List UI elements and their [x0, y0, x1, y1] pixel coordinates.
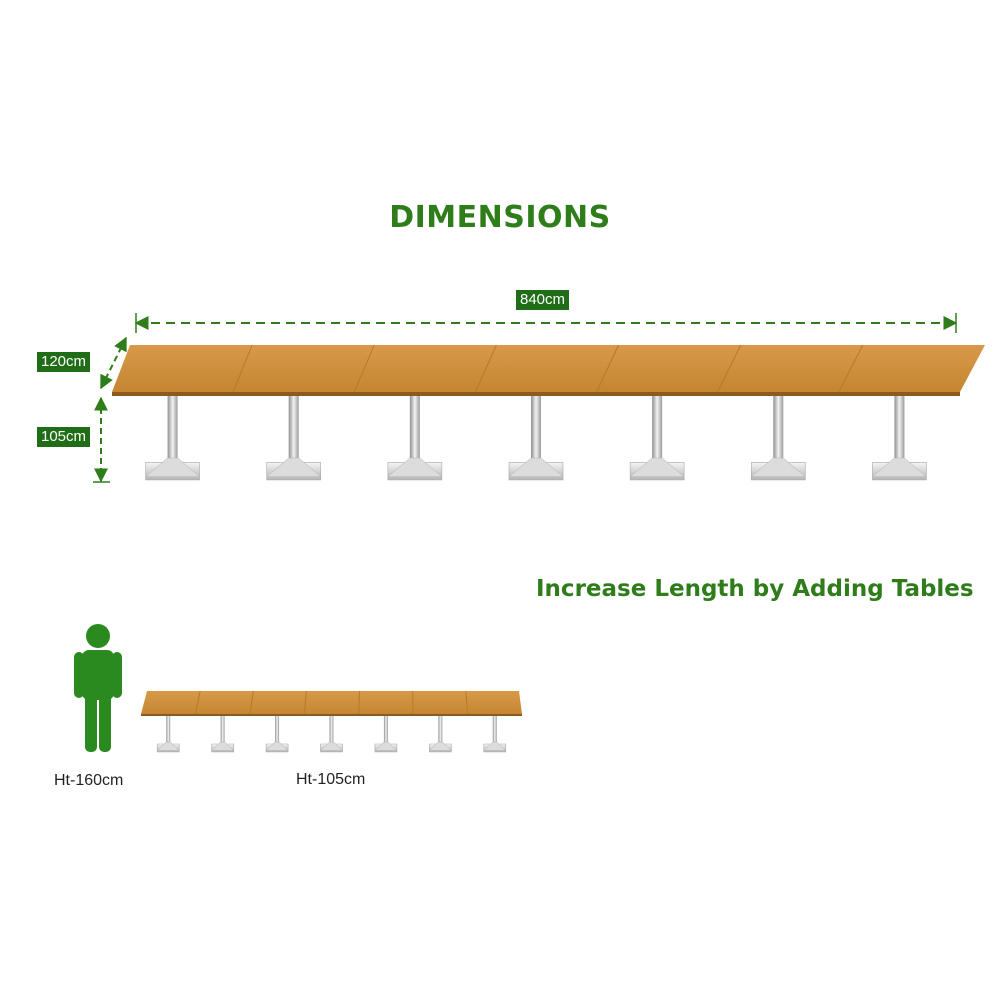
module-seam	[717, 344, 742, 393]
height-label: 105cm	[37, 427, 91, 447]
pedestal-leg	[629, 396, 685, 481]
small-table	[141, 690, 522, 753]
small-tabletop-seams	[194, 690, 469, 715]
module-seam	[194, 690, 201, 715]
person-height-caption: Ht-160cm	[54, 772, 124, 789]
pedestal-leg	[387, 396, 443, 481]
tabletop-seams	[232, 344, 864, 393]
module-seam	[232, 344, 253, 393]
pedestal-leg	[144, 396, 201, 481]
module-seam	[474, 344, 497, 393]
large-tabletop-edge	[112, 392, 960, 396]
large-tabletop	[112, 345, 985, 392]
small-table-legs	[156, 716, 507, 753]
page-title: DIMENSIONS	[389, 200, 611, 235]
pedestal-leg	[265, 716, 289, 753]
person-icon	[74, 624, 122, 752]
module-seam	[353, 344, 375, 393]
subtitle: Increase Length by Adding Tables	[536, 576, 974, 602]
pedestal-leg	[319, 716, 344, 753]
module-seam	[596, 344, 620, 393]
module-seam	[249, 690, 254, 715]
pedestal-leg	[750, 396, 806, 481]
pedestal-leg	[211, 716, 235, 753]
table-height-caption: Ht-105cm	[296, 771, 366, 788]
large-table	[112, 344, 985, 481]
pedestal-leg	[871, 396, 928, 481]
length-label: 840cm	[516, 290, 570, 310]
module-seam	[838, 344, 864, 393]
width-label: 120cm	[37, 352, 91, 372]
pedestal-leg	[266, 396, 322, 481]
pedestal-leg	[508, 396, 564, 481]
pedestal-leg	[374, 716, 398, 753]
pedestal-leg	[428, 716, 452, 753]
small-tabletop-edge	[141, 714, 522, 716]
module-seam	[465, 690, 469, 715]
pedestal-leg	[483, 716, 507, 753]
module-seam	[358, 690, 361, 715]
module-seam	[303, 690, 307, 715]
large-table-legs	[144, 396, 928, 481]
small-tabletop	[141, 691, 522, 714]
pedestal-leg	[156, 716, 180, 753]
